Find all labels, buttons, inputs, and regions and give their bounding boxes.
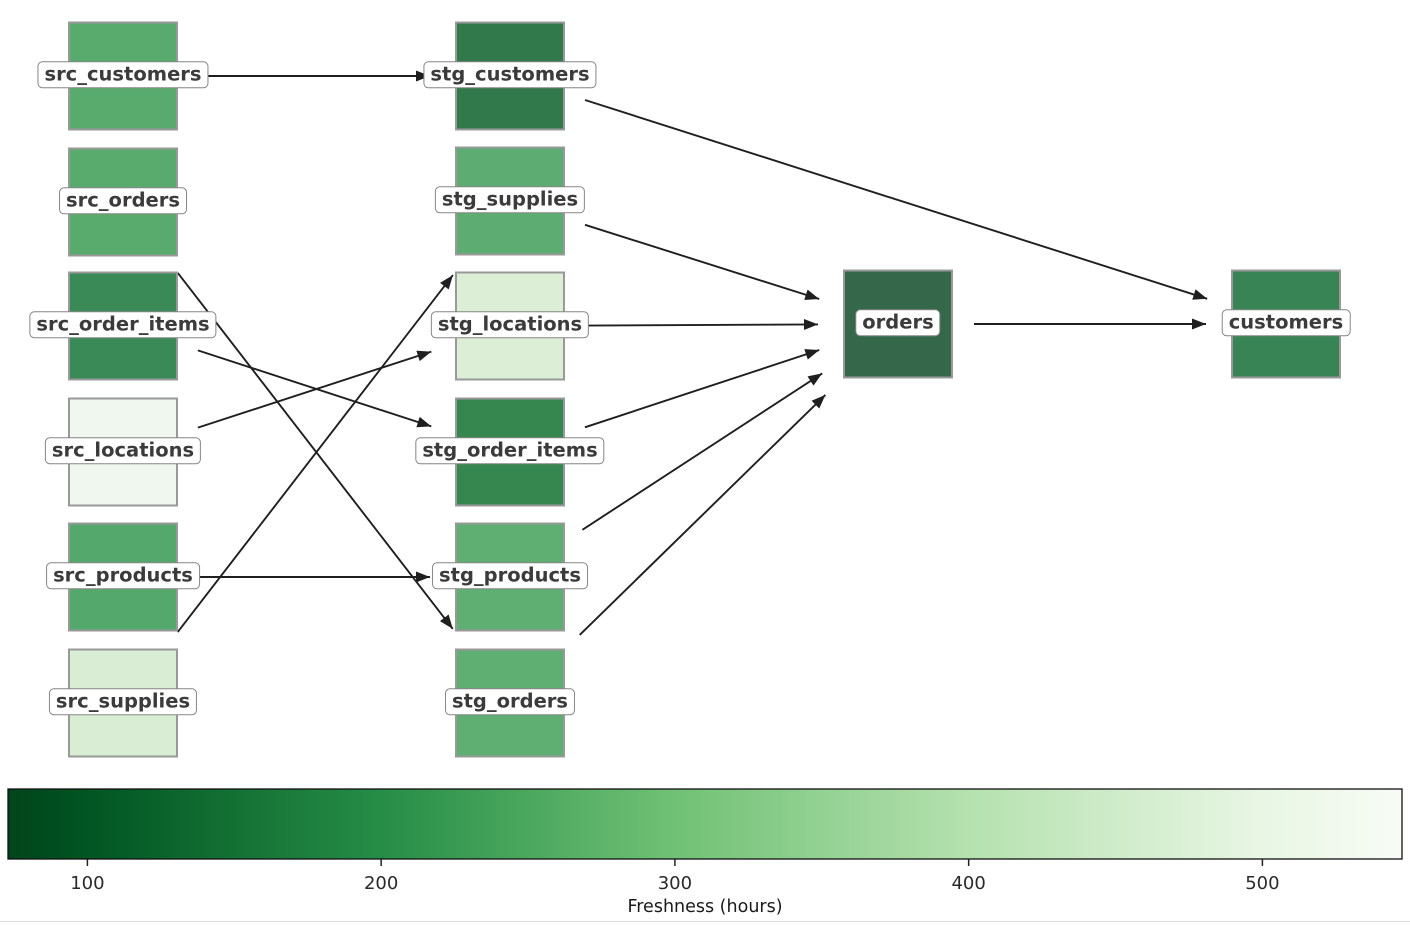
colorbar-tick-label-200: 200 [364, 873, 398, 894]
colorbar-axis-label: Freshness (hours) [627, 897, 782, 917]
colorbar-tick-label-100: 100 [70, 873, 104, 894]
node-label-stg_orders: stg_orders [444, 688, 576, 716]
edge-src_locations-to-stg_locations [197, 350, 432, 429]
node-label-stg_locations: stg_locations [430, 311, 590, 339]
node-label-src_customers: src_customers [37, 61, 209, 89]
edge-src_supplies-to-stg_supplies [176, 274, 454, 633]
node-label-stg_order_items: stg_order_items [415, 437, 605, 465]
edge-stg_locations-to-orders [585, 318, 819, 330]
colorbar-tick-label-300: 300 [658, 873, 692, 894]
node-label-orders: orders [855, 309, 941, 337]
edge-stg_customers-to-customers [584, 99, 1208, 300]
node-label-stg_products: stg_products [432, 562, 588, 590]
node-label-src_products: src_products [46, 562, 200, 590]
node-label-src_orders: src_orders [59, 187, 187, 215]
node-label-customers: customers [1221, 309, 1351, 337]
edge-stg_order_items-to-orders [584, 349, 820, 429]
node-label-src_order_items: src_order_items [29, 311, 217, 339]
edge-stg_products-to-orders [581, 372, 823, 531]
colorbar-gradient [7, 788, 1403, 860]
node-label-stg_customers: stg_customers [423, 61, 597, 89]
edge-src_order_items-to-stg_order_items [197, 349, 432, 428]
node-label-stg_supplies: stg_supplies [434, 186, 586, 214]
colorbar-tick-label-400: 400 [951, 873, 985, 894]
node-label-src_supplies: src_supplies [48, 688, 198, 716]
colorbar-tick-label-500: 500 [1245, 873, 1279, 894]
node-label-src_locations: src_locations [44, 437, 202, 465]
edge-src_orders-to-stg_orders [177, 272, 454, 630]
edge-stg_supplies-to-orders [584, 223, 820, 301]
edge-stg_orders-to-orders [579, 394, 827, 636]
